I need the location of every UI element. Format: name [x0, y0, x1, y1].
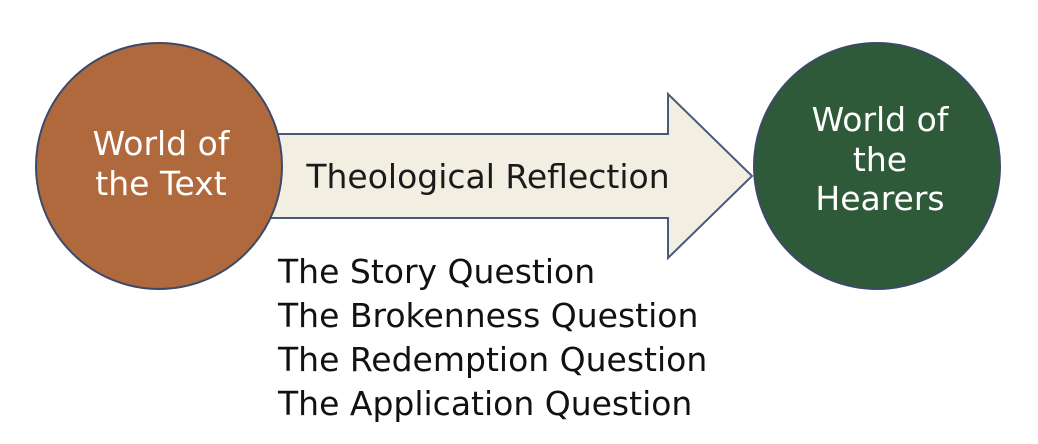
question-item-brokenness: The Brokenness Question	[278, 296, 699, 335]
world-of-hearers-line2: the	[852, 139, 908, 179]
world-of-hearers-label: World of the Hearers	[770, 100, 990, 219]
question-item-redemption: The Redemption Question	[278, 340, 708, 379]
question-item-application: The Application Question	[278, 384, 693, 423]
world-of-text-label: World of the Text	[56, 124, 266, 203]
world-of-hearers-line3: Hearers	[815, 179, 945, 219]
question-list: The Story Question The Brokenness Questi…	[278, 250, 707, 426]
world-of-text-line2: the Text	[95, 163, 227, 203]
world-of-text-line1: World of	[92, 124, 230, 163]
world-of-hearers-circle	[753, 42, 1001, 290]
world-of-text-circle	[35, 42, 283, 290]
question-item-story: The Story Question	[278, 252, 596, 291]
world-of-hearers-line1: World of	[811, 100, 949, 139]
arrow-shape	[267, 91, 754, 261]
theological-reflection-label: Theological Reflection	[306, 157, 670, 196]
